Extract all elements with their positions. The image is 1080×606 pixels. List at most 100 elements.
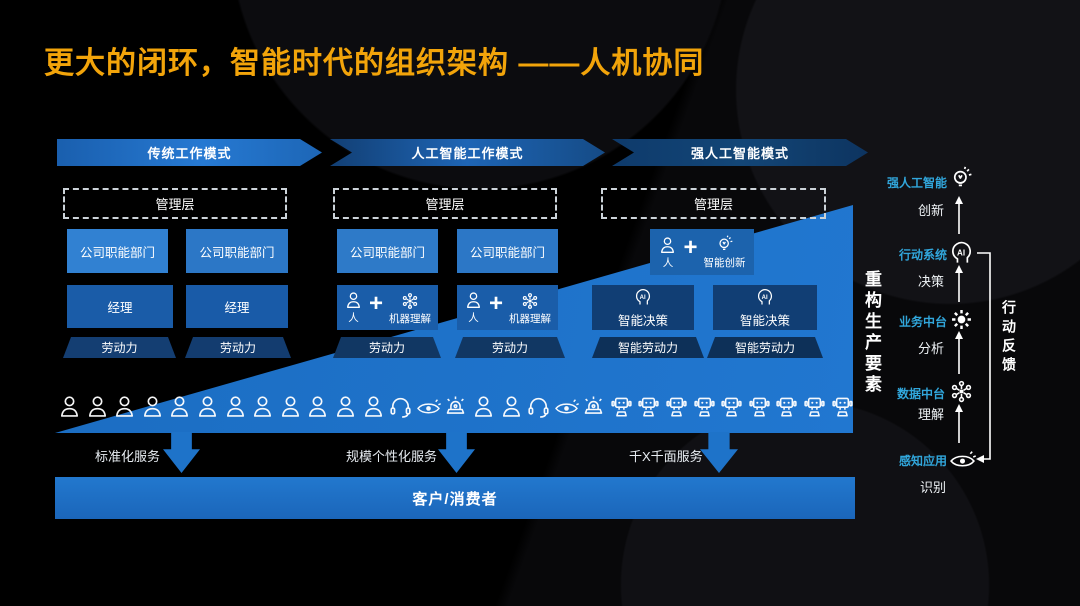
chain-sublabel: 创新 xyxy=(917,203,944,218)
ai-head-icon xyxy=(755,287,775,307)
chain-label: 业务中台 xyxy=(898,315,947,329)
vertical-label-action-feedback: 行动反馈 xyxy=(1001,300,1017,376)
banner-label: 强人工智能模式 xyxy=(690,146,789,161)
management-box-1: 管理层 xyxy=(63,188,287,219)
human-machine-box: 人 + 机器理解 xyxy=(337,285,438,330)
chain-sublabel: 理解 xyxy=(917,407,944,422)
ai-head-icon xyxy=(948,239,975,271)
human-label: 人 xyxy=(348,312,359,325)
robot-icon xyxy=(830,389,855,425)
person-icon xyxy=(140,389,165,425)
chain-sublabel: 决策 xyxy=(917,274,944,289)
human-unit: 人 xyxy=(658,236,677,269)
vertical-label-production-factors: 重构生产要素 xyxy=(862,270,881,396)
bulb-icon xyxy=(948,166,975,198)
chain-label: 感知应用 xyxy=(898,454,947,468)
labor-trapezoid: 劳动力 xyxy=(63,337,176,358)
workforce-icon-row xyxy=(57,386,855,428)
chain-label: 强人工智能 xyxy=(886,176,947,190)
innovation-unit: 智能创新 xyxy=(704,235,746,269)
innovation-label: 智能创新 xyxy=(703,257,746,270)
human-unit: 人 xyxy=(344,291,363,324)
dept-box: 公司职能部门 xyxy=(186,229,288,273)
chain-sublabel: 识别 xyxy=(919,480,946,495)
headset-icon xyxy=(388,389,413,425)
network-icon xyxy=(400,291,420,311)
person-icon xyxy=(344,291,363,310)
ai-head-icon xyxy=(633,287,653,307)
chain-label: 行动系统 xyxy=(898,248,947,262)
person-icon xyxy=(85,389,110,425)
manager-box: 经理 xyxy=(186,285,288,328)
person-icon xyxy=(250,389,275,425)
plus-sign: + xyxy=(488,289,503,317)
dept-box: 公司职能部门 xyxy=(67,229,168,273)
banner-label: 传统工作模式 xyxy=(147,146,232,161)
person-icon xyxy=(305,389,330,425)
banner-ai-mode: 人工智能工作模式 xyxy=(330,139,605,166)
human-label: 人 xyxy=(662,256,674,269)
banner-label: 人工智能工作模式 xyxy=(411,146,524,161)
person-icon xyxy=(195,389,220,425)
management-label: 管理层 xyxy=(155,197,195,212)
person-icon xyxy=(223,389,248,425)
robot-icon xyxy=(692,389,717,425)
person-icon xyxy=(112,389,137,425)
person-icon xyxy=(499,389,524,425)
management-label: 管理层 xyxy=(425,197,465,212)
gear-icon xyxy=(948,306,975,338)
robot-icon xyxy=(802,389,827,425)
labor-trapezoid: 智能劳动力 xyxy=(707,337,823,358)
plus-sign: + xyxy=(368,289,383,317)
banner-traditional-mode: 传统工作模式 xyxy=(57,139,322,166)
machine-unit: 机器理解 xyxy=(389,291,431,325)
smart-decision-box: 智能决策 xyxy=(592,285,694,330)
siren-icon xyxy=(443,389,468,425)
service-label: 千X千面服务 xyxy=(629,449,703,464)
person-icon xyxy=(278,389,303,425)
labor-trapezoid: 劳动力 xyxy=(333,337,441,358)
labor-trapezoid: 智能劳动力 xyxy=(592,337,704,358)
chain-connectors xyxy=(955,196,991,463)
person-icon xyxy=(464,291,483,310)
human-ai-innovation-box: 人 + 智能创新 xyxy=(650,229,754,275)
human-unit: 人 xyxy=(464,291,483,324)
eye-icon xyxy=(416,389,441,425)
smart-decision-box: 智能决策 xyxy=(713,285,817,330)
eye-icon xyxy=(554,389,579,425)
management-box-2: 管理层 xyxy=(333,188,557,219)
person-icon xyxy=(471,389,496,425)
customer-banner: 客户/消费者 xyxy=(55,477,855,519)
plus-sign: + xyxy=(683,234,698,261)
manager-box: 经理 xyxy=(67,285,173,328)
service-label: 规模个性化服务 xyxy=(346,449,438,464)
labor-trapezoid: 劳动力 xyxy=(185,337,291,358)
dept-box: 公司职能部门 xyxy=(337,229,438,273)
person-icon xyxy=(658,236,677,255)
person-icon xyxy=(361,389,386,425)
headset-icon xyxy=(526,389,551,425)
bulb-icon xyxy=(715,235,735,255)
person-icon xyxy=(333,389,358,425)
person-icon xyxy=(167,389,192,425)
robot-icon xyxy=(747,389,772,425)
robot-icon xyxy=(719,389,744,425)
machine-label: 机器理解 xyxy=(509,312,551,325)
human-machine-box: 人 + 机器理解 xyxy=(457,285,558,330)
management-label: 管理层 xyxy=(693,197,733,212)
labor-trapezoid: 劳动力 xyxy=(455,337,565,358)
robot-icon xyxy=(609,389,634,425)
management-box-3: 管理层 xyxy=(601,188,826,219)
robot-icon xyxy=(774,389,799,425)
siren-icon xyxy=(581,389,606,425)
service-label: 标准化服务 xyxy=(95,449,161,464)
robot-icon xyxy=(664,389,689,425)
chain-sublabel: 分析 xyxy=(917,341,944,356)
robot-icon xyxy=(636,389,661,425)
network-icon xyxy=(520,291,540,311)
chain-label: 数据中台 xyxy=(896,387,945,401)
dept-box: 公司职能部门 xyxy=(457,229,558,273)
human-label: 人 xyxy=(468,312,479,325)
machine-label: 机器理解 xyxy=(389,312,431,325)
